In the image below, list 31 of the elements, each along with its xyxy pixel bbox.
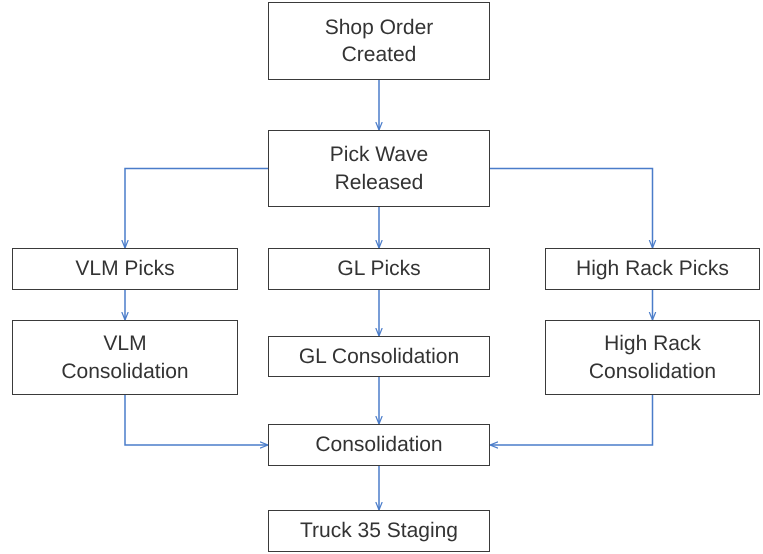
process-box xyxy=(268,336,490,377)
process-box xyxy=(268,2,490,80)
step-label: Pick Wave Released xyxy=(328,142,430,196)
process-box xyxy=(12,320,238,395)
process-box xyxy=(545,248,760,290)
arrow xyxy=(121,290,129,321)
arrow xyxy=(121,168,268,249)
arrow xyxy=(375,290,383,337)
step-label: GL Consolidation xyxy=(298,344,460,370)
arrow xyxy=(375,80,383,131)
process-box xyxy=(12,248,238,290)
arrow xyxy=(375,207,383,249)
arrow xyxy=(124,395,269,449)
step-label: Consolidation xyxy=(315,432,443,458)
step-label: VLM Picks xyxy=(75,256,175,282)
arrow xyxy=(375,466,383,511)
step-label: Truck 35 Staging xyxy=(300,518,458,544)
arrow xyxy=(489,395,654,449)
process-box xyxy=(268,424,490,466)
process-box xyxy=(268,510,490,552)
arrow xyxy=(375,377,383,425)
step-label: Shop Order Created xyxy=(324,14,434,68)
step-label: VLM Consolidation xyxy=(60,331,190,384)
step-label: High Rack Consolidation xyxy=(588,331,718,384)
arrow xyxy=(648,290,656,321)
process-box xyxy=(268,248,490,290)
process-box xyxy=(268,130,490,207)
process-box xyxy=(545,320,760,395)
step-label: High Rack Picks xyxy=(576,256,729,282)
arrow xyxy=(490,168,656,249)
step-label: GL Picks xyxy=(337,256,421,282)
